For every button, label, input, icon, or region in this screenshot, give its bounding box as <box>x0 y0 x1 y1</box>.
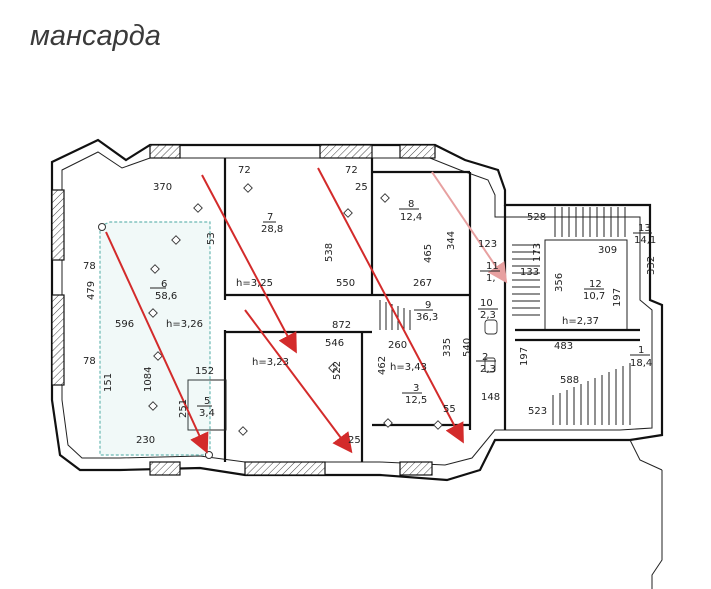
plan-title: мансарда <box>30 20 161 52</box>
dimension-label: 309 <box>598 245 617 256</box>
dimension-label: 550 <box>336 278 355 289</box>
arrow-room-7-north <box>201 174 297 354</box>
room-9-number: 9 <box>425 300 431 311</box>
room-8-number: 8 <box>408 199 414 210</box>
wall-north-c <box>399 144 436 159</box>
arrow-room-8 <box>431 171 508 284</box>
dimension-label: 197 <box>519 347 530 366</box>
dimension-label: 123 <box>478 239 497 250</box>
dimension-label: 370 <box>153 182 172 193</box>
dimension-label: 267 <box>413 278 432 289</box>
room-7-number: 7 <box>267 212 273 223</box>
outer-wall <box>50 138 664 482</box>
room-3-area: 12,5 <box>405 395 427 406</box>
dimension-label: 483 <box>554 341 573 352</box>
arrow-room-7 <box>317 167 464 444</box>
dimension-label: 72 <box>345 165 358 176</box>
dimension-label: 251 <box>178 399 189 418</box>
wall-north-b <box>319 144 373 159</box>
dimension-label: 78 <box>83 356 96 367</box>
dimension-label: 546 <box>325 338 344 349</box>
dimension-label: 72 <box>238 165 251 176</box>
dimension-label: 133 <box>520 267 539 278</box>
dimension-label: 151 <box>103 373 114 392</box>
dimension-label: 152 <box>195 366 214 377</box>
height-room-6: h=3,26 <box>166 319 203 330</box>
dimension-label: 78 <box>83 261 96 272</box>
room-8-area: 12,4 <box>400 212 422 223</box>
dimension-label: 356 <box>554 273 565 292</box>
dimension-label: 596 <box>115 319 134 330</box>
dimension-label: 538 <box>324 243 335 262</box>
dimension-label: 344 <box>446 231 457 250</box>
dimension-label: 197 <box>612 288 623 307</box>
dimension-label: 230 <box>136 435 155 446</box>
dimension-label: 1084 <box>143 367 154 392</box>
room-5-area: 3,4 <box>199 408 215 419</box>
dimension-label: 55 <box>443 404 456 415</box>
stairs-east-vertical <box>512 244 540 316</box>
room-10-number: 10 <box>480 298 493 309</box>
dimension-label: 173 <box>532 243 543 262</box>
wall-south-a <box>149 461 181 476</box>
room-2-number: 2 <box>482 352 488 363</box>
dimension-label: 523 <box>528 406 547 417</box>
marker-point <box>98 223 106 231</box>
dimension-label: 588 <box>560 375 579 386</box>
height-room-12: h=2,37 <box>562 316 599 327</box>
dimension-label: 335 <box>442 338 453 357</box>
room-13-number: 13 <box>638 223 651 234</box>
room-12-area: 10,7 <box>583 291 605 302</box>
room-13-area: 14,1 <box>634 235 656 246</box>
wall-west-upper <box>51 189 65 261</box>
room-1-area: 18,4 <box>630 358 652 369</box>
dimension-label: 872 <box>332 320 351 331</box>
arrow-room-6 <box>105 231 209 454</box>
dimension-label: 479 <box>86 281 97 300</box>
room-11-area: 1, <box>486 273 496 284</box>
room-12-number: 12 <box>589 279 602 290</box>
wall-west-lower <box>51 294 65 386</box>
exterior-line-2 <box>629 439 663 471</box>
marker-point <box>205 451 213 459</box>
wall-south-b <box>244 461 326 476</box>
wall-south-c <box>399 461 433 476</box>
dimension-label: 528 <box>527 212 546 223</box>
dimension-label: 148 <box>481 392 500 403</box>
height-room-7: h=3,25 <box>236 278 273 289</box>
room-10-area: 2,3 <box>480 310 496 321</box>
dimension-label: 522 <box>332 361 343 380</box>
dimension-label: 332 <box>646 256 657 275</box>
room-5-box <box>187 379 227 431</box>
dimension-label: 540 <box>462 338 473 357</box>
dimension-label: 462 <box>377 356 388 375</box>
room-6-area: 58,6 <box>155 291 177 302</box>
room-11-number: 11 <box>486 261 499 272</box>
dimension-label: 53 <box>206 232 217 245</box>
stairs-center <box>379 300 411 330</box>
room-5-number: 5 <box>204 396 210 407</box>
room-6-number: 6 <box>161 279 167 290</box>
room-9-area: 36,3 <box>416 312 438 323</box>
dimension-label: 25 <box>348 435 361 446</box>
scatter-markers <box>148 183 443 436</box>
stairs-south-east <box>552 363 631 425</box>
exterior-line <box>651 470 663 589</box>
height-room-4: h=3,23 <box>252 357 289 368</box>
room-1-number: 1 <box>638 345 644 356</box>
stairs-north-east <box>554 207 626 237</box>
room-7-area: 28,8 <box>261 224 283 235</box>
height-room-3: h=3,43 <box>390 362 427 373</box>
arrow-room-4 <box>244 309 353 454</box>
wall-north-a <box>149 144 181 159</box>
room-3-number: 3 <box>413 383 419 394</box>
dimension-label: 465 <box>423 244 434 263</box>
dimension-label: 260 <box>388 340 407 351</box>
toilet-icon <box>484 319 498 335</box>
room-2-area: 2,3 <box>480 364 496 375</box>
dimension-label: 25 <box>355 182 368 193</box>
